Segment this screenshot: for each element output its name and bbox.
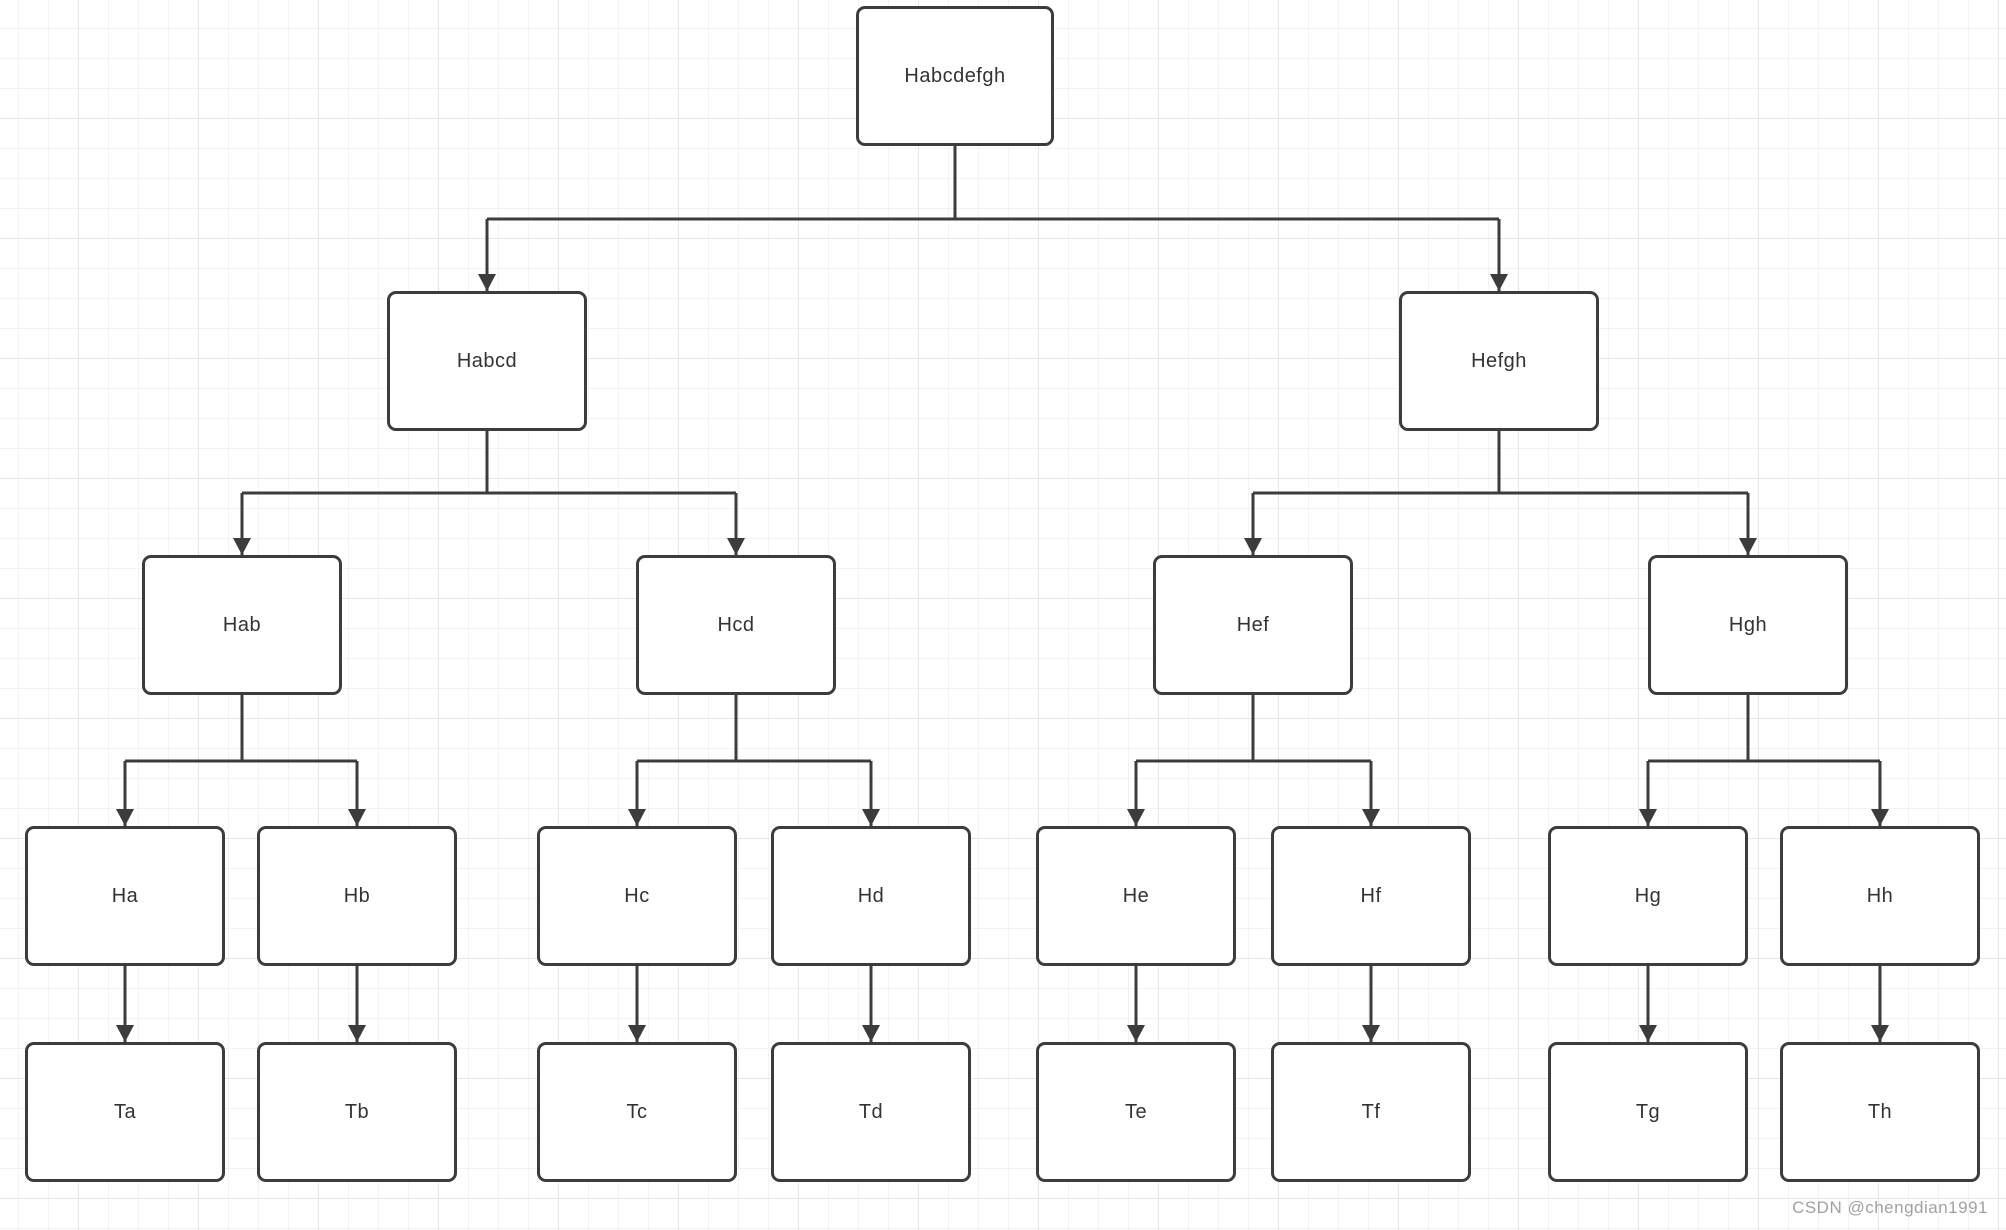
node-label: Hefgh [1471, 349, 1527, 372]
tree-node: Te [1036, 1042, 1236, 1182]
node-label: Hef [1236, 613, 1270, 636]
tree-node: Hb [257, 826, 457, 966]
node-label: Habcd [456, 349, 518, 372]
tree-node: Hc [537, 826, 737, 966]
node-label: Hd [857, 884, 885, 907]
tree-node: Hh [1780, 826, 1980, 966]
tree-node: Tc [537, 1042, 737, 1182]
tree-node: Hcd [636, 555, 836, 695]
node-label: Ha [111, 884, 139, 907]
node-label: Hcd [717, 613, 755, 636]
node-label: Hgh [1728, 613, 1768, 636]
node-label: Tb [344, 1100, 370, 1123]
node-label: Hh [1866, 884, 1894, 907]
node-label: Td [858, 1100, 884, 1123]
tree-node-root: Habcdefgh [856, 6, 1054, 146]
node-label: Th [1867, 1100, 1893, 1123]
node-label: Hab [222, 613, 262, 636]
tree-node: Tg [1548, 1042, 1748, 1182]
tree-node: Tf [1271, 1042, 1471, 1182]
node-label: He [1122, 884, 1150, 907]
tree-node: Hef [1153, 555, 1353, 695]
node-label: Hg [1634, 884, 1662, 907]
tree-node: Ta [25, 1042, 225, 1182]
node-label: Tc [626, 1100, 648, 1123]
tree-node: Hefgh [1399, 291, 1599, 431]
node-label: Hc [624, 884, 650, 907]
tree-node: He [1036, 826, 1236, 966]
tree-node: Ha [25, 826, 225, 966]
tree-node: Hd [771, 826, 971, 966]
tree-node: Hab [142, 555, 342, 695]
tree-node: Habcd [387, 291, 587, 431]
tree-node: Th [1780, 1042, 1980, 1182]
node-label: Habcdefgh [904, 64, 1006, 87]
node-label: Hf [1360, 884, 1382, 907]
node-label: Tg [1635, 1100, 1661, 1123]
tree-node: Hgh [1648, 555, 1848, 695]
tree-node: Tb [257, 1042, 457, 1182]
node-label: Hb [343, 884, 371, 907]
tree-node: Hf [1271, 826, 1471, 966]
watermark: CSDN @chengdian1991 [1792, 1198, 1988, 1217]
tree-node: Hg [1548, 826, 1748, 966]
tree-node: Td [771, 1042, 971, 1182]
node-label: Ta [113, 1100, 137, 1123]
node-label: Te [1124, 1100, 1148, 1123]
node-label: Tf [1361, 1100, 1381, 1123]
